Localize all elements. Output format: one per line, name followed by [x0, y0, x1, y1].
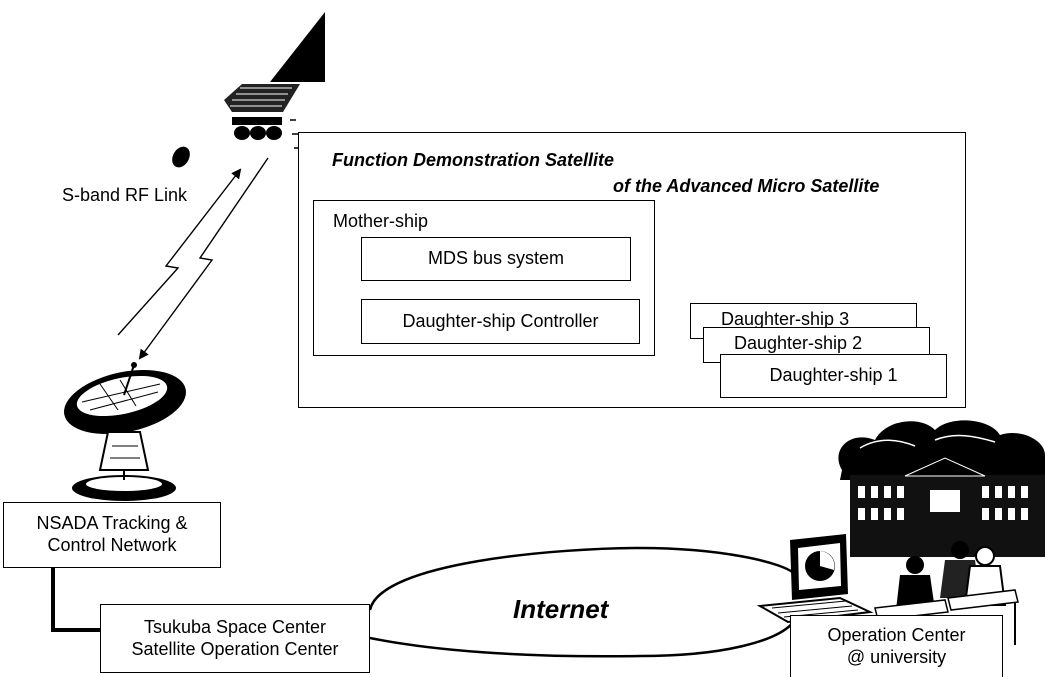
- daughter-ship-2-label: Daughter-ship 2: [734, 333, 863, 353]
- students-icon: [874, 541, 1019, 650]
- tsukuba-space-center-box: Tsukuba Space Center Satellite Operation…: [100, 604, 370, 673]
- satellite-title-line2: of the Advanced Micro Satellite: [613, 176, 880, 196]
- downlink-arrow: [138, 157, 269, 360]
- daughter-ship-controller-box: Daughter-ship Controller: [361, 299, 640, 344]
- internet-ring: [368, 546, 797, 658]
- tsukuba-line1: Tsukuba Space Center: [143, 616, 327, 637]
- ground-link-line: [51, 568, 104, 632]
- tsukuba-line2: Satellite Operation Center: [131, 638, 339, 659]
- ground-antenna-icon: [64, 362, 186, 501]
- rf-link-label: S-band RF Link: [62, 185, 188, 205]
- university-building-icon: [838, 420, 1045, 557]
- tracking-line2: Control Network: [47, 535, 177, 555]
- daughter-ship-icon: [172, 146, 190, 168]
- daughter-ship-3-label: Daughter-ship 3: [721, 309, 850, 329]
- daughter-ship-1-box: Daughter-ship 1: [720, 354, 947, 398]
- tracking-line1: NSADA Tracking &: [36, 513, 188, 534]
- satellite-icon: [224, 12, 325, 149]
- mother-ship-label: Mother-ship: [333, 211, 429, 231]
- internet-label: Internet: [513, 594, 609, 624]
- nsada-tracking-box: NSADA Tracking & Control Network: [3, 502, 221, 568]
- computer-icon: [756, 534, 874, 624]
- operation-center-box: Operation Center @ university: [790, 615, 1003, 677]
- uplink-arrow: [117, 168, 242, 336]
- ops-line1: Operation Center: [827, 624, 966, 645]
- satellite-title-line1: Function Demonstration Satellite: [332, 150, 615, 170]
- ops-line2: @ university: [846, 646, 947, 667]
- mds-bus-system-box: MDS bus system: [361, 237, 631, 281]
